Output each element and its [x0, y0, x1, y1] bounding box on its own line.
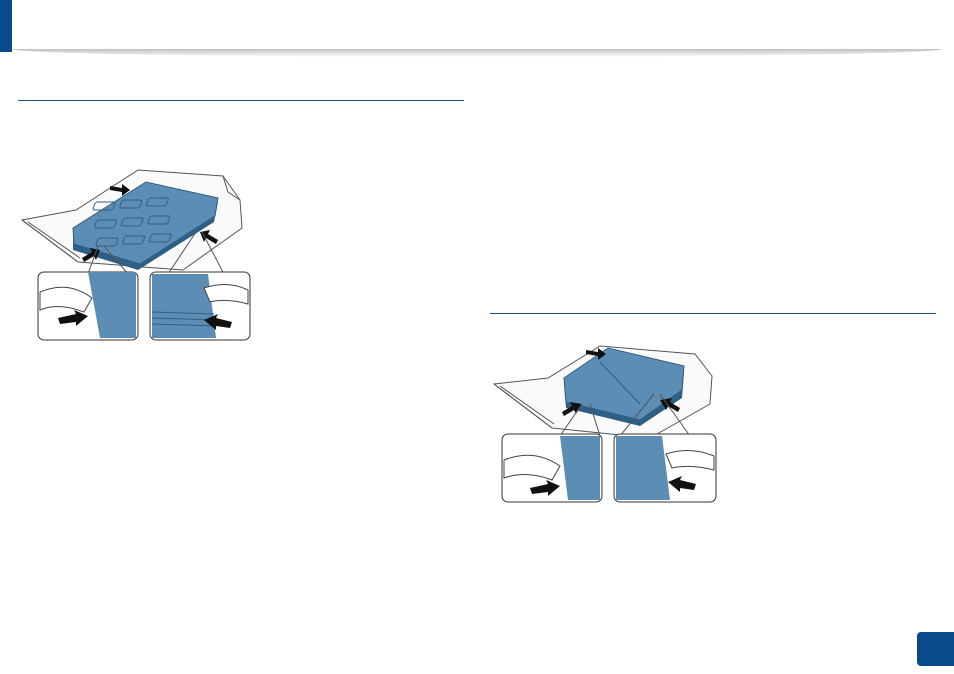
- figure-card-stock-loading: [490, 342, 720, 506]
- section-rule-right: [490, 313, 936, 314]
- page-number-badge: [917, 632, 954, 666]
- figure-label-paper-loading: [18, 162, 258, 344]
- guide-detail-inset-icon: [614, 434, 716, 502]
- header-accent-bar: [0, 0, 12, 52]
- section-rule-left: [18, 100, 464, 101]
- guide-detail-inset-icon: [502, 434, 602, 502]
- guide-detail-inset-icon: [38, 272, 138, 340]
- page-number: [917, 632, 954, 666]
- guide-detail-inset-icon: [150, 272, 250, 340]
- header-divider: [12, 49, 942, 57]
